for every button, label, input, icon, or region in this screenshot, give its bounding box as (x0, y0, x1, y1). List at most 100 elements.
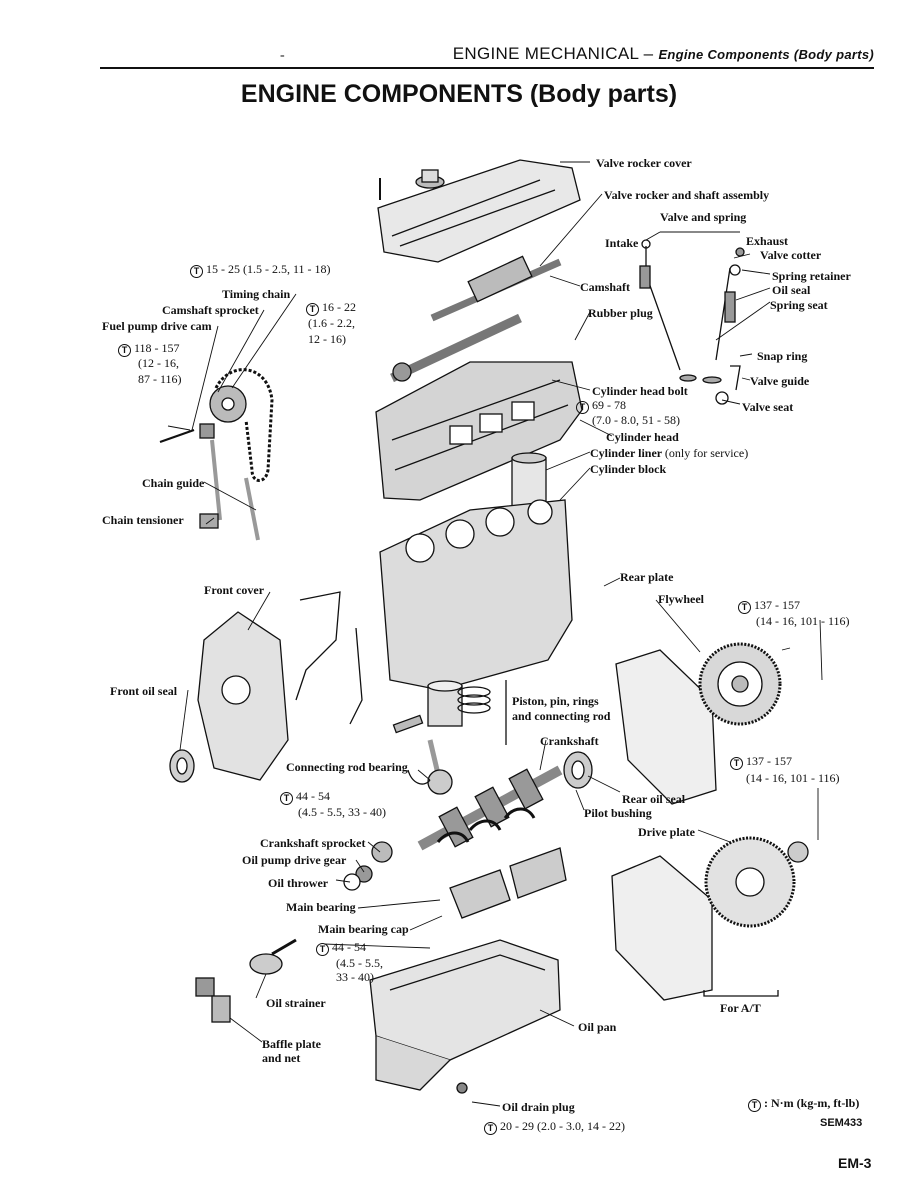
label-baffle-2: and net (262, 1051, 301, 1065)
torque-value: 137 - 157 (746, 754, 792, 768)
torque-icon: T (748, 1099, 761, 1112)
torque-legend: T: N·m (kg-m, ft-lb) (748, 1096, 859, 1112)
label-valve-rocker-shaft: Valve rocker and shaft assembly (604, 188, 770, 202)
oil-pan-drawing (369, 939, 561, 1094)
torque-value: 44 - 54 (296, 789, 330, 803)
drive-plate-drawing (611, 836, 809, 1001)
label-timing-chain: Timing chain (222, 287, 291, 301)
label-flywheel: Flywheel (658, 592, 704, 606)
label-rear-oil-seal: Rear oil seal (622, 792, 686, 806)
label-main-bearing-cap: Main bearing cap (318, 922, 409, 936)
camshaft-drawing (390, 255, 562, 383)
label-drive-plate: Drive plate (638, 825, 695, 839)
label-cylinder-block: Cylinder block (590, 462, 667, 476)
label-spring-seat: Spring seat (770, 298, 828, 312)
label-valve-rocker-cover: Valve rocker cover (596, 156, 692, 170)
torque-icon: T (118, 344, 131, 357)
label-cylinder-head-bolt: Cylinder head bolt (592, 384, 688, 398)
label-fuel-pump-drive-cam: Fuel pump drive cam (102, 319, 212, 333)
torque-icon: T (738, 601, 751, 614)
valves-drawing (639, 239, 745, 405)
flywheel-drawing (615, 642, 782, 805)
header-rule (100, 67, 874, 69)
header-separator: – (643, 44, 654, 63)
label-oil-pump-drive-gear: Oil pump drive gear (242, 853, 347, 867)
cylinder-block-drawing (379, 452, 573, 691)
torque-conrod-2: (4.5 - 5.5, 33 - 40) (298, 805, 386, 819)
label-snap-ring: Snap ring (757, 349, 808, 363)
piston-drawing (392, 680, 507, 795)
label-cylinder-head: Cylinder head (606, 430, 679, 444)
page-number: EM-3 (838, 1155, 872, 1171)
figure-code: SEM433 (820, 1117, 863, 1129)
leader-lines (167, 161, 823, 1107)
torque-main-cap-2: (4.5 - 5.5, (336, 956, 383, 970)
torque-cam-sprocket-2: (1.6 - 2.2, (308, 316, 355, 330)
label-cylinder-liner: Cylinder liner (only for service) (590, 446, 748, 460)
label-baffle-1: Baffle plate (262, 1037, 321, 1051)
torque-icon: T (306, 303, 319, 316)
label-pilot-bushing: Pilot bushing (584, 806, 652, 820)
torque-fuel-cam-2: (12 - 16, (138, 356, 179, 370)
label-piston-1: Piston, pin, rings (512, 694, 599, 708)
label-connecting-rod-bearing: Connecting rod bearing (286, 760, 408, 774)
label-chain-guide: Chain guide (142, 476, 205, 490)
label-oil-strainer: Oil strainer (266, 996, 326, 1010)
crankshaft-drawing (343, 751, 593, 891)
label-intake: Intake (605, 236, 639, 250)
torque-value: 15 - 25 (1.5 - 2.5, 11 - 18) (206, 262, 331, 276)
torque-value: 137 - 157 (754, 598, 800, 612)
label-oil-thrower: Oil thrower (268, 876, 329, 890)
torque-main-cap-3: 33 - 40) (336, 970, 374, 984)
label-camshaft-sprocket: Camshaft sprocket (162, 303, 259, 317)
label-chain-tensioner: Chain tensioner (102, 513, 184, 527)
torque-fuel-cam-3: 87 - 116) (138, 372, 182, 386)
torque-cam-sprocket-3: 12 - 16) (308, 332, 346, 346)
label-oil-seal: Oil seal (772, 283, 811, 297)
cylinder-head-drawing (375, 361, 583, 501)
label-front-oil-seal: Front oil seal (110, 684, 178, 698)
page-title: ENGINE COMPONENTS (Body parts) (240, 80, 678, 108)
label-valve-cotter: Valve cotter (760, 248, 822, 262)
cylinder-liner-note: (only for service) (664, 446, 749, 460)
header-section: ENGINE MECHANICAL (452, 44, 639, 63)
label-oil-drain-plug: Oil drain plug (502, 1100, 575, 1114)
label-rear-plate: Rear plate (620, 570, 674, 584)
torque-flywheel-2: (14 - 16, 101 - 116) (756, 614, 850, 628)
torque-icon: T (576, 401, 589, 414)
label-main-bearing: Main bearing (286, 900, 356, 914)
torque-value: 69 - 78 (592, 398, 626, 412)
label-exhaust: Exhaust (746, 234, 789, 248)
header-title: ENGINE MECHANICAL – Engine Components (B… (453, 44, 874, 64)
torque-icon: T (484, 1122, 497, 1135)
label-for-at: For A/T (720, 1001, 761, 1015)
front-cover-drawing (169, 591, 363, 783)
header-mark: - (280, 48, 285, 63)
header-subsection: Engine Components (Body parts) (658, 47, 874, 62)
torque-icon: T (280, 792, 293, 805)
torque-icon: T (190, 265, 203, 278)
torque-value: 44 - 54 (332, 940, 366, 954)
label-piston-2: and connecting rod (512, 709, 611, 723)
label-front-cover: Front cover (204, 583, 265, 597)
torque-icon: T (730, 757, 743, 770)
cylinder-liner-text: Cylinder liner (590, 446, 662, 460)
torque-value: 118 - 157 (134, 341, 180, 355)
valve-rocker-cover-drawing (377, 159, 581, 263)
oil-strainer-drawing (195, 938, 297, 1023)
running-header: - ENGINE MECHANICAL – Engine Components … (100, 44, 874, 66)
label-camshaft: Camshaft (580, 280, 630, 294)
torque-value: 16 - 22 (322, 300, 356, 314)
timing-chain-drawing (159, 368, 274, 541)
label-crankshaft-sprocket: Crankshaft sprocket (260, 836, 366, 850)
torque-icon: T (316, 943, 329, 956)
